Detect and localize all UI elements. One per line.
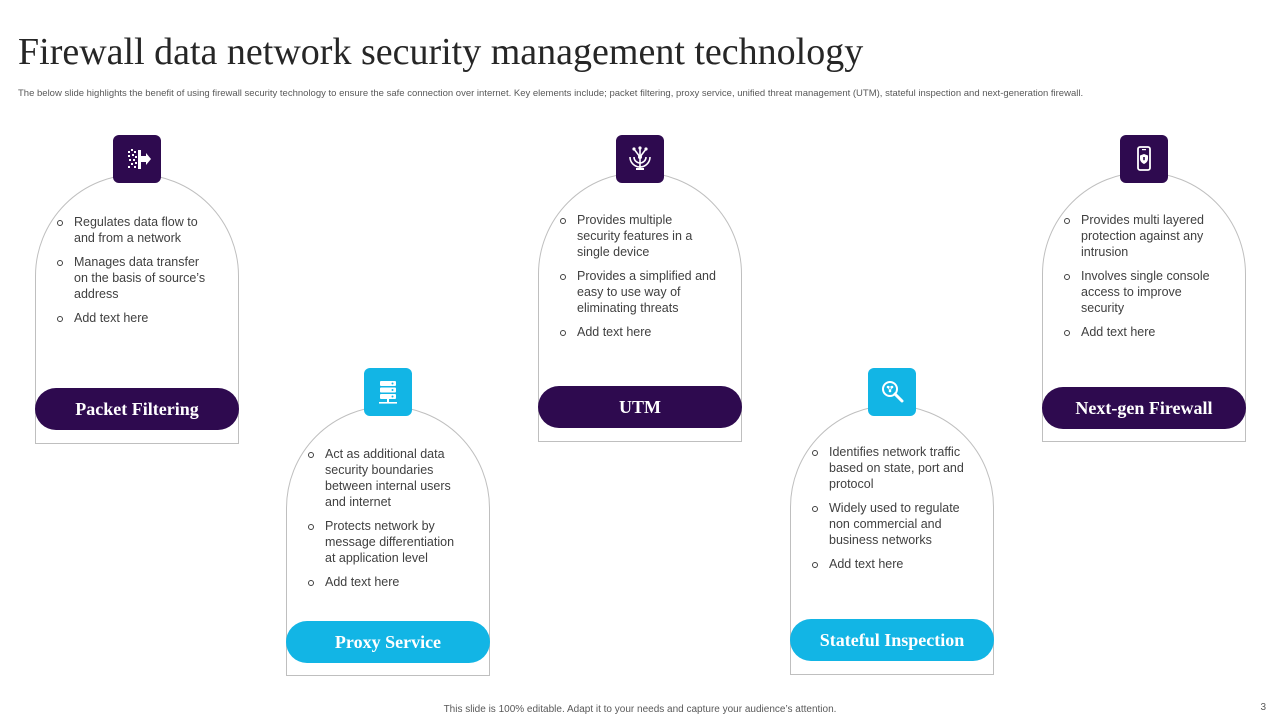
page-subtitle: The below slide highlights the benefit o…	[18, 88, 1084, 99]
card-stateful-inspection-bullets: Identifies network traffic based on stat…	[810, 444, 970, 580]
packet-filtering-label: Packet Filtering	[35, 388, 239, 430]
list-item: Add text here	[558, 324, 718, 340]
stateful-inspection-label: Stateful Inspection	[790, 619, 994, 661]
list-item: Protects network by message differentiat…	[306, 518, 466, 566]
next-gen-firewall-label: Next-gen Firewall	[1042, 387, 1246, 429]
list-item: Widely used to regulate non commercial a…	[810, 500, 970, 548]
card-proxy-service-bullets: Act as additional data security boundari…	[306, 446, 466, 598]
card-next-gen-firewall-bullets: Provides multi layered protection agains…	[1062, 212, 1222, 348]
utm-label: UTM	[538, 386, 742, 428]
footer-note: This slide is 100% editable. Adapt it to…	[443, 704, 837, 715]
phone-shield-icon	[1120, 135, 1168, 183]
server-network-icon	[364, 368, 412, 416]
list-item: Provides multi layered protection agains…	[1062, 212, 1222, 260]
list-item: Provides a simplified and easy to use wa…	[558, 268, 718, 316]
list-item: Identifies network traffic based on stat…	[810, 444, 970, 492]
globe-network-icon	[616, 135, 664, 183]
card-packet-filtering-bullets: Regulates data flow to and from a networ…	[55, 214, 215, 334]
list-item: Add text here	[306, 574, 466, 590]
list-item: Manages data transfer on the basis of so…	[55, 254, 215, 302]
magnifier-icon	[868, 368, 916, 416]
list-item: Add text here	[55, 310, 215, 326]
list-item: Act as additional data security boundari…	[306, 446, 466, 510]
proxy-service-label: Proxy Service	[286, 621, 490, 663]
page-number: 3	[1260, 702, 1266, 713]
page-title: Firewall data network security managemen…	[18, 31, 864, 73]
card-utm-bullets: Provides multiple security features in a…	[558, 212, 718, 348]
list-item: Add text here	[810, 556, 970, 572]
list-item: Add text here	[1062, 324, 1222, 340]
data-transfer-icon	[113, 135, 161, 183]
list-item: Involves single console access to improv…	[1062, 268, 1222, 316]
list-item: Provides multiple security features in a…	[558, 212, 718, 260]
list-item: Regulates data flow to and from a networ…	[55, 214, 215, 246]
